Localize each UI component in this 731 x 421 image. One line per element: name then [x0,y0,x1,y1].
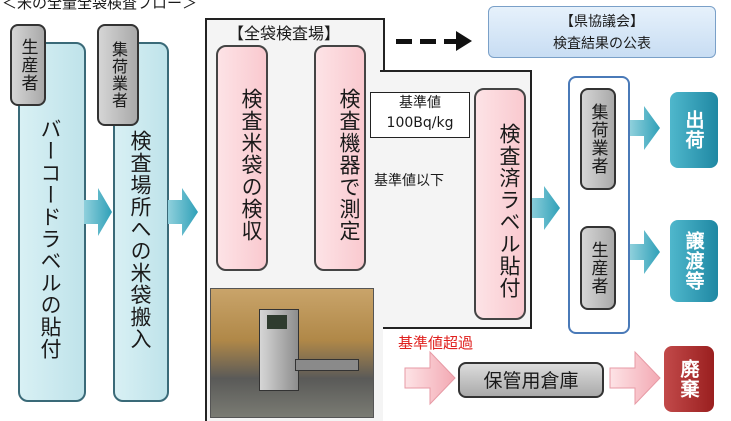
standard-label: 基準値 [399,95,441,111]
dispose-box: 廃棄 [664,346,714,412]
ship-box: 出荷 [670,92,718,168]
storage-box: 保管用倉庫 [458,362,604,398]
dashed-arrow-icon [396,31,472,51]
producer-tag: 生産者 [10,24,46,106]
council-text: 検査結果の公表 [553,36,651,52]
inspection-photo [210,288,374,418]
barcode-step-text: バーコードラベルの貼付 [38,118,62,360]
council-title: 【県協議会】 [560,14,644,30]
exceed-label: 基準値超過 [398,334,474,352]
transport-step-text: 検査場所への米袋搬入 [128,130,152,350]
machine-screen [267,315,287,329]
receive-step-box: 検査米袋の検収 [216,45,268,271]
conveyor [295,359,359,371]
pink-arrow-icon [404,350,661,406]
page-title: ＜米の全量全袋検査フロー＞ [2,0,198,12]
standard-value-box: 基準値 100Bq/kg [370,92,470,138]
below-standard-label: 基準値以下 [374,173,444,189]
inspection-site-label: 【全袋検査場】 [228,24,341,43]
label-step-box: 検査済ラベル貼付 [474,88,526,320]
destination-group [568,76,630,334]
measure-step-box: 検査機器で測定 [314,45,366,271]
council-box: 【県協議会】 検査結果の公表 [488,6,716,58]
dest-collector-box: 集荷業者 [580,88,616,190]
collector-tag: 集荷業者 [97,24,139,126]
standard-value: 100Bq/kg [386,115,454,131]
dest-producer-box: 生産者 [580,226,616,310]
transfer-box: 譲渡等 [670,220,718,302]
